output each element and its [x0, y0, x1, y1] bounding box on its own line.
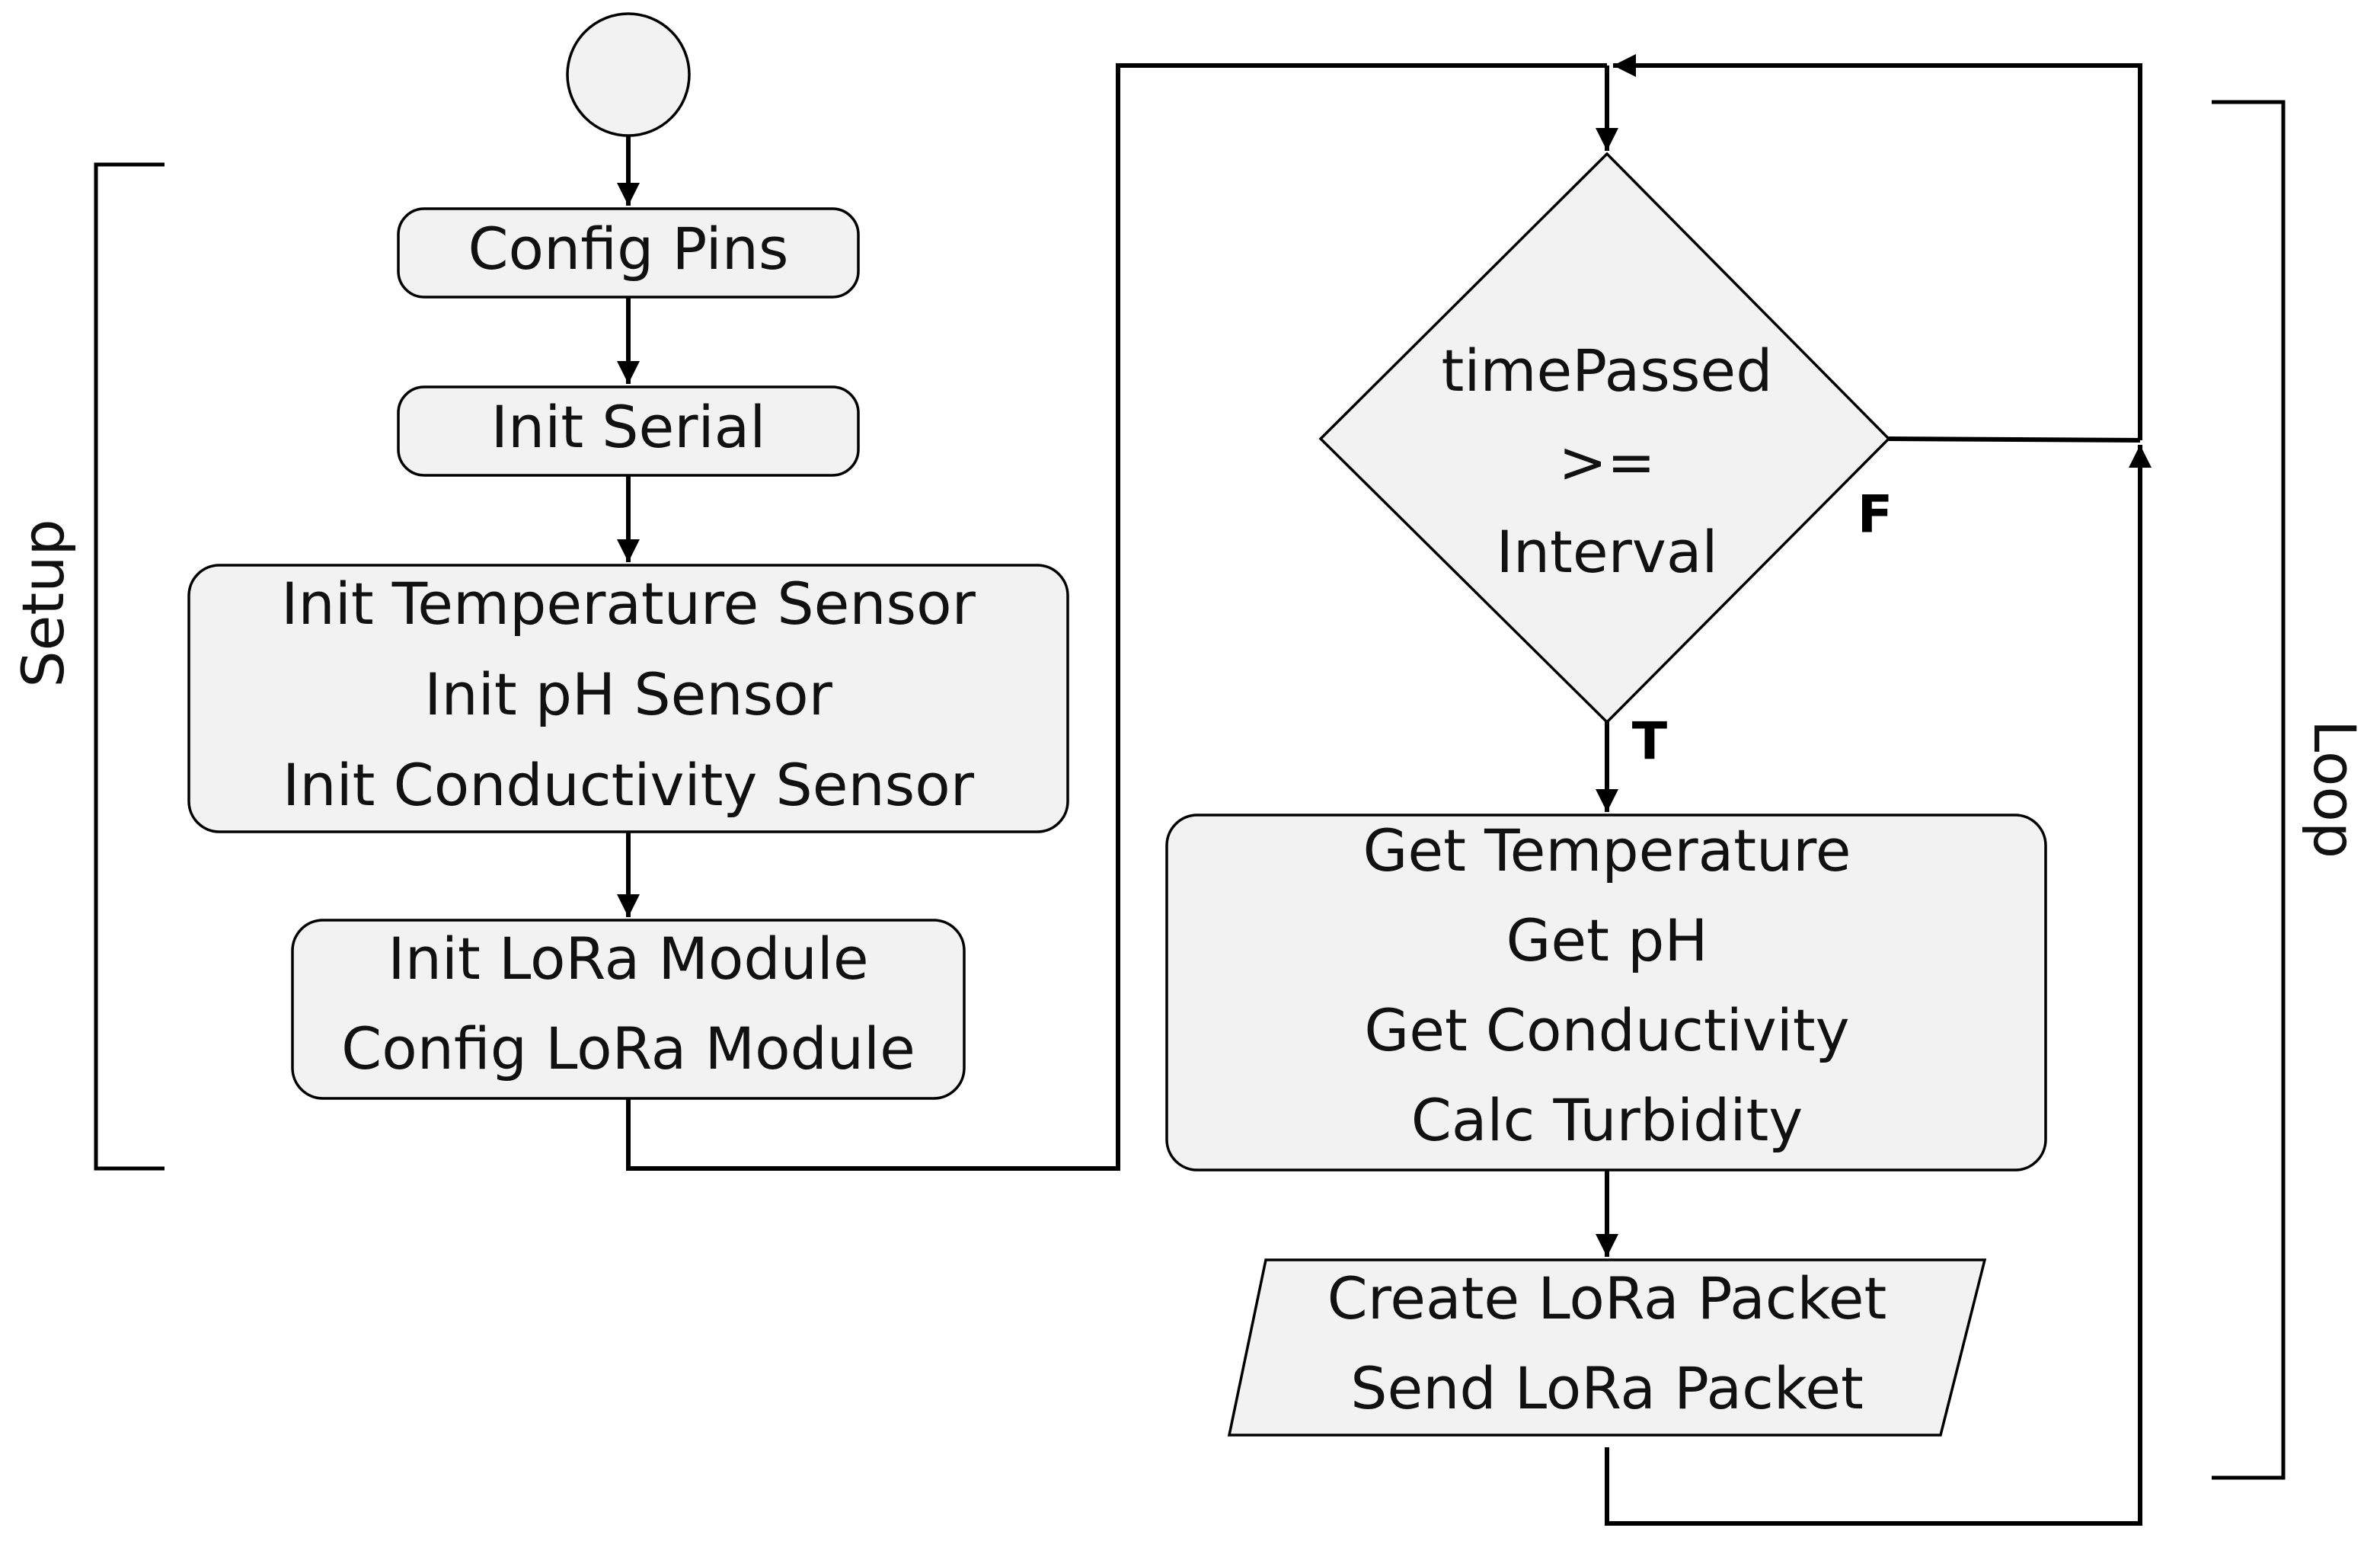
- init-serial-step: Init Serial: [397, 385, 860, 477]
- interval-decision: timePassed >= Interval: [1318, 152, 1891, 724]
- decision-line-2: >=: [1558, 428, 1655, 496]
- get-conductivity-label: Get Conductivity: [1364, 996, 1849, 1064]
- decision-line-3: Interval: [1496, 518, 1717, 586]
- get-ph-label: Get pH: [1506, 906, 1708, 974]
- false-branch-label: F: [1858, 485, 1893, 545]
- init-conductivity-sensor-label: Init Conductivity Sensor: [283, 751, 975, 819]
- connector-loop-top: [1622, 63, 2142, 440]
- config-lora-module-label: Config LoRa Module: [341, 1015, 915, 1082]
- send-packet-step: Create LoRa Packet Send LoRa Packet: [1227, 1258, 1987, 1437]
- create-lora-packet-label: Create LoRa Packet: [1327, 1264, 1887, 1332]
- connector-setup-to-loop: [626, 63, 1607, 1171]
- loop-bracket: [2212, 100, 2286, 1480]
- start-node: [566, 12, 691, 137]
- init-lora-module-label: Init LoRa Module: [388, 925, 868, 993]
- decision-line-1: timePassed: [1442, 337, 1773, 404]
- config-pins-step: Config Pins: [397, 207, 860, 299]
- calc-turbidity-label: Calc Turbidity: [1411, 1086, 1803, 1154]
- send-lora-packet-label: Send LoRa Packet: [1350, 1354, 1864, 1422]
- connector-loop-return: [1605, 449, 2142, 1526]
- setup-bracket: [94, 162, 165, 1171]
- init-lora-step: Init LoRa Module Config LoRa Module: [291, 919, 966, 1100]
- get-temperature-label: Get Temperature: [1363, 817, 1851, 884]
- setup-section-label: Setup: [9, 519, 77, 687]
- true-branch-label: T: [1632, 712, 1668, 772]
- readings-step: Get Temperature Get pH Get Conductivity …: [1165, 814, 2047, 1172]
- init-temperature-sensor-label: Init Temperature Sensor: [281, 570, 976, 638]
- init-serial-label: Init Serial: [491, 393, 766, 461]
- connector-decision-false: [1888, 436, 2141, 443]
- config-pins-label: Config Pins: [468, 215, 788, 283]
- init-ph-sensor-label: Init pH Sensor: [424, 660, 832, 728]
- loop-section-label: Loop: [2301, 720, 2369, 858]
- init-sensors-step: Init Temperature Sensor Init pH Sensor I…: [187, 564, 1069, 833]
